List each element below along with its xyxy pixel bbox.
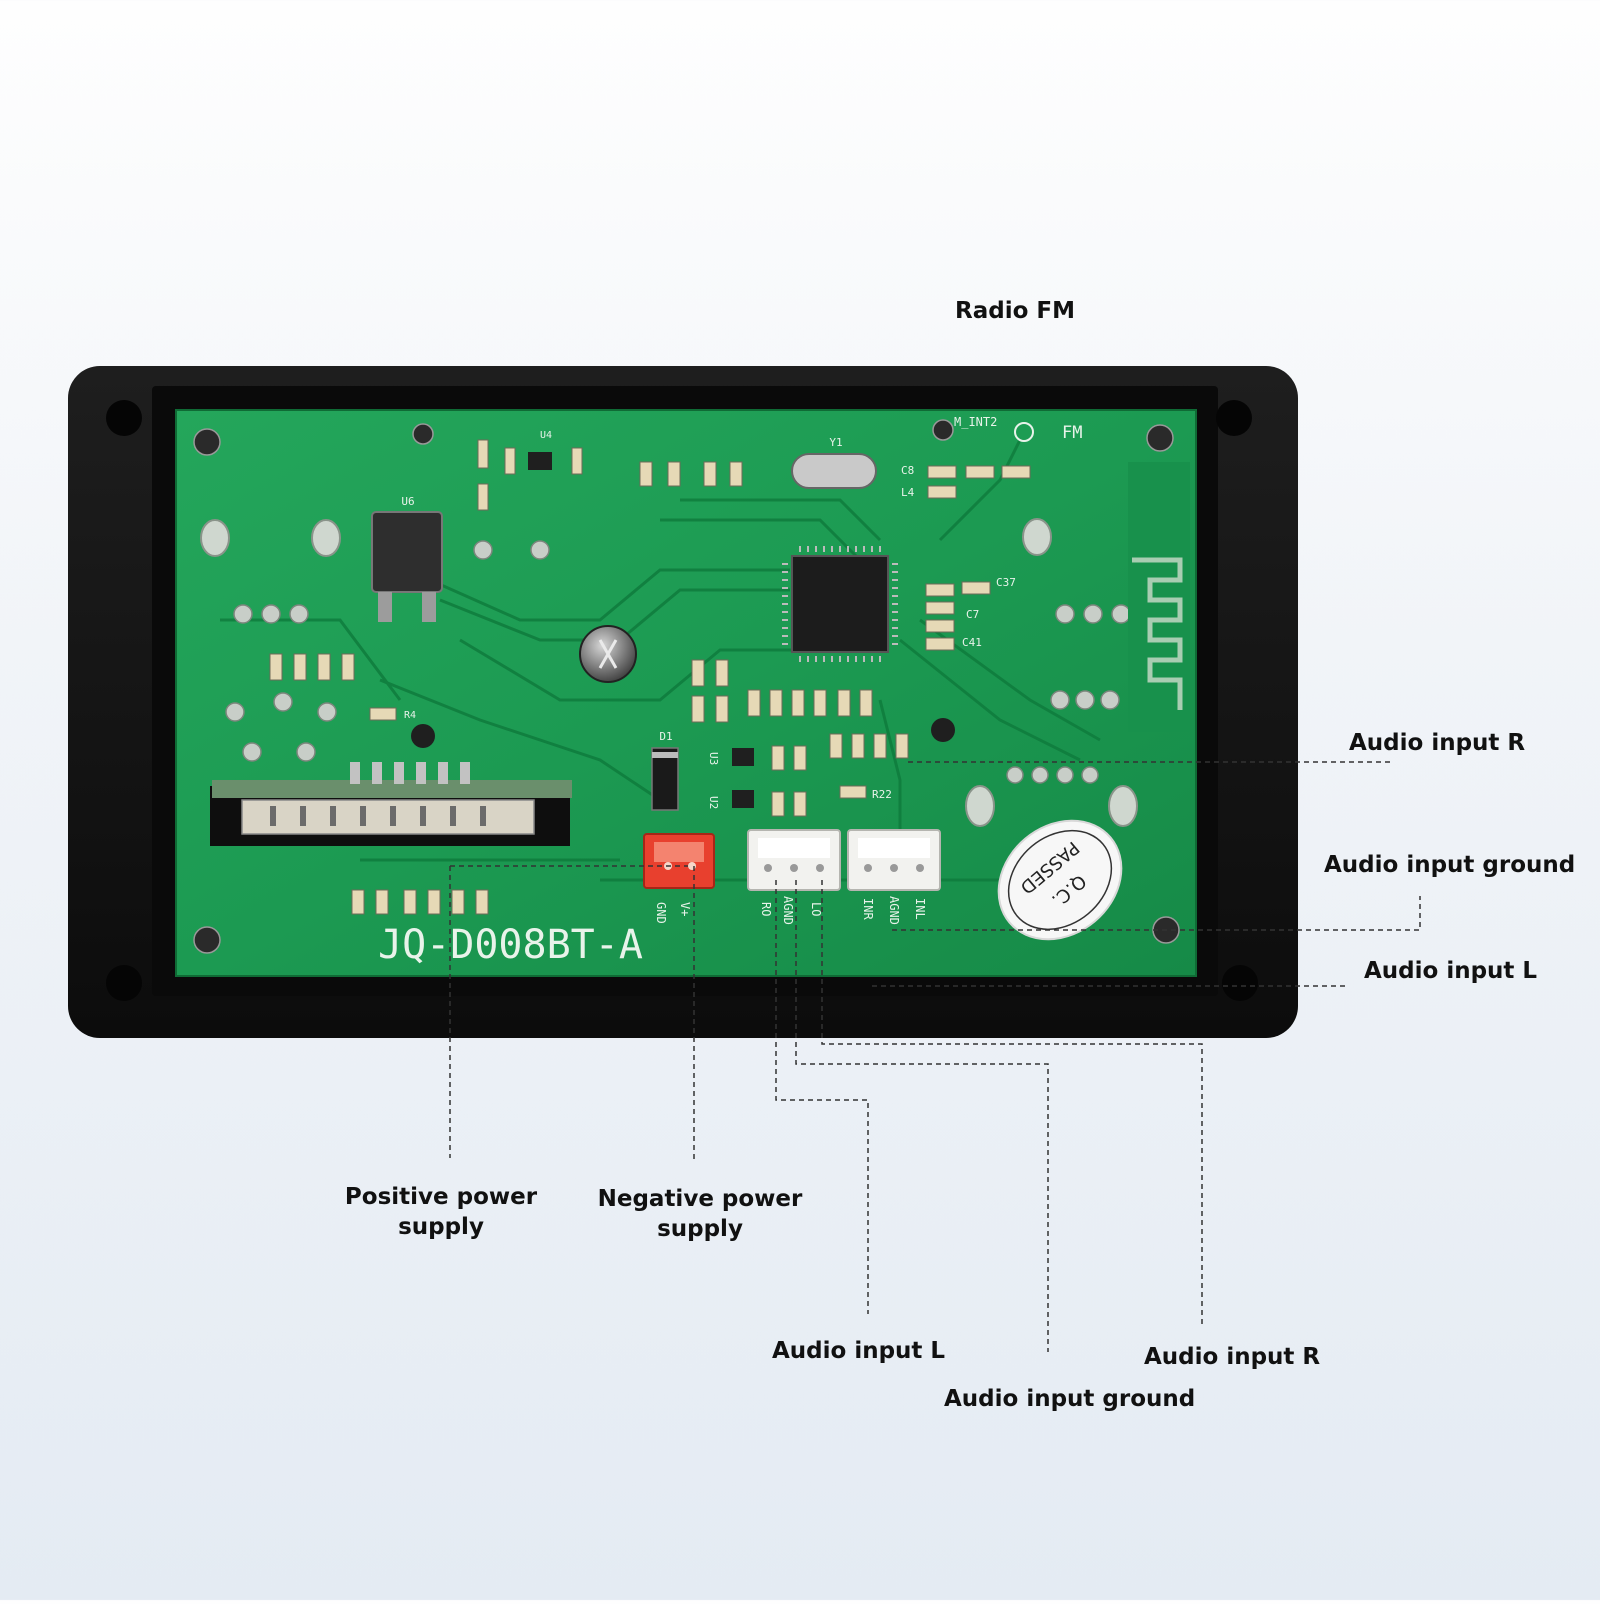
ref-y1: Y1 <box>829 436 842 449</box>
pin-vplus: V+ <box>678 902 692 916</box>
leader-audio-r-bottom <box>821 880 1203 1326</box>
ref-r22: R22 <box>872 788 892 801</box>
ref-u2: U2 <box>707 796 720 809</box>
ref-u4: U4 <box>540 430 552 441</box>
fm-mark: FM <box>1062 423 1082 443</box>
fm-antenna: FM M_INT2 <box>954 415 1190 732</box>
qc-passed-sticker: Q.C. PASSED <box>997 819 1123 941</box>
label-audio-input-ground-right: Audio input ground <box>1324 852 1576 878</box>
pin-gnd: GND <box>654 902 668 924</box>
ref-l4: L4 <box>901 486 915 499</box>
label-audio-input-r-bottom: Audio input R <box>1144 1344 1321 1370</box>
fm-int-label: M_INT2 <box>954 415 997 429</box>
ref-u3: U3 <box>707 752 720 765</box>
pin-labels: GND V+ RO AGND LO INR AGND INL <box>654 896 927 925</box>
diode-d1: D1 <box>651 730 679 811</box>
label-negative-power-supply: Negative power supply <box>597 1186 803 1242</box>
ref-r4: R4 <box>404 710 416 721</box>
leader-audio-l-bottom <box>775 880 869 1314</box>
leader-audio-ground-bottom <box>795 880 1049 1352</box>
pin-ro: RO <box>759 902 773 916</box>
u6-regulator: U6 <box>371 495 443 622</box>
pin-inl: INL <box>913 898 927 920</box>
label-audio-input-l-bottom: Audio input L <box>772 1338 946 1364</box>
pin-inr: INR <box>861 898 875 920</box>
card-slot <box>210 762 572 846</box>
label-audio-input-l-right: Audio input L <box>1364 958 1538 984</box>
label-positive-power-supply: Positive power supply <box>344 1184 538 1240</box>
main-ic <box>782 546 898 662</box>
pin-lo: LO <box>809 902 823 916</box>
ref-c41: C41 <box>962 636 982 649</box>
jst-connector-output <box>747 829 841 891</box>
ref-u6: U6 <box>401 495 414 508</box>
leader-lines <box>449 761 1421 1352</box>
reference-designators: U4 C8 L4 C37 C7 C41 R22 R4 U3 U2 <box>404 430 1016 809</box>
pin-agnd-1: AGND <box>781 896 795 925</box>
smd-components <box>269 439 1031 915</box>
label-audio-input-ground-bottom: Audio input ground <box>944 1386 1196 1412</box>
ref-d1: D1 <box>659 730 672 743</box>
ref-c7: C7 <box>966 608 979 621</box>
crystal-y1: Y1 <box>791 436 877 489</box>
label-radio-fm: Radio FM <box>955 298 1075 324</box>
pin-agnd-2: AGND <box>887 896 901 925</box>
ref-c8: C8 <box>901 464 914 477</box>
jst-connector-input <box>847 829 941 891</box>
power-connector <box>643 833 715 889</box>
pcb: U6 Y1 <box>175 409 1197 977</box>
label-audio-input-r-right: Audio input R <box>1349 730 1526 756</box>
leader-audio-ground-right <box>892 896 1421 931</box>
ref-c37: C37 <box>996 576 1016 589</box>
board-model: JQ-D008BT-A <box>378 922 643 968</box>
electrolytic-capacitor <box>579 625 637 683</box>
